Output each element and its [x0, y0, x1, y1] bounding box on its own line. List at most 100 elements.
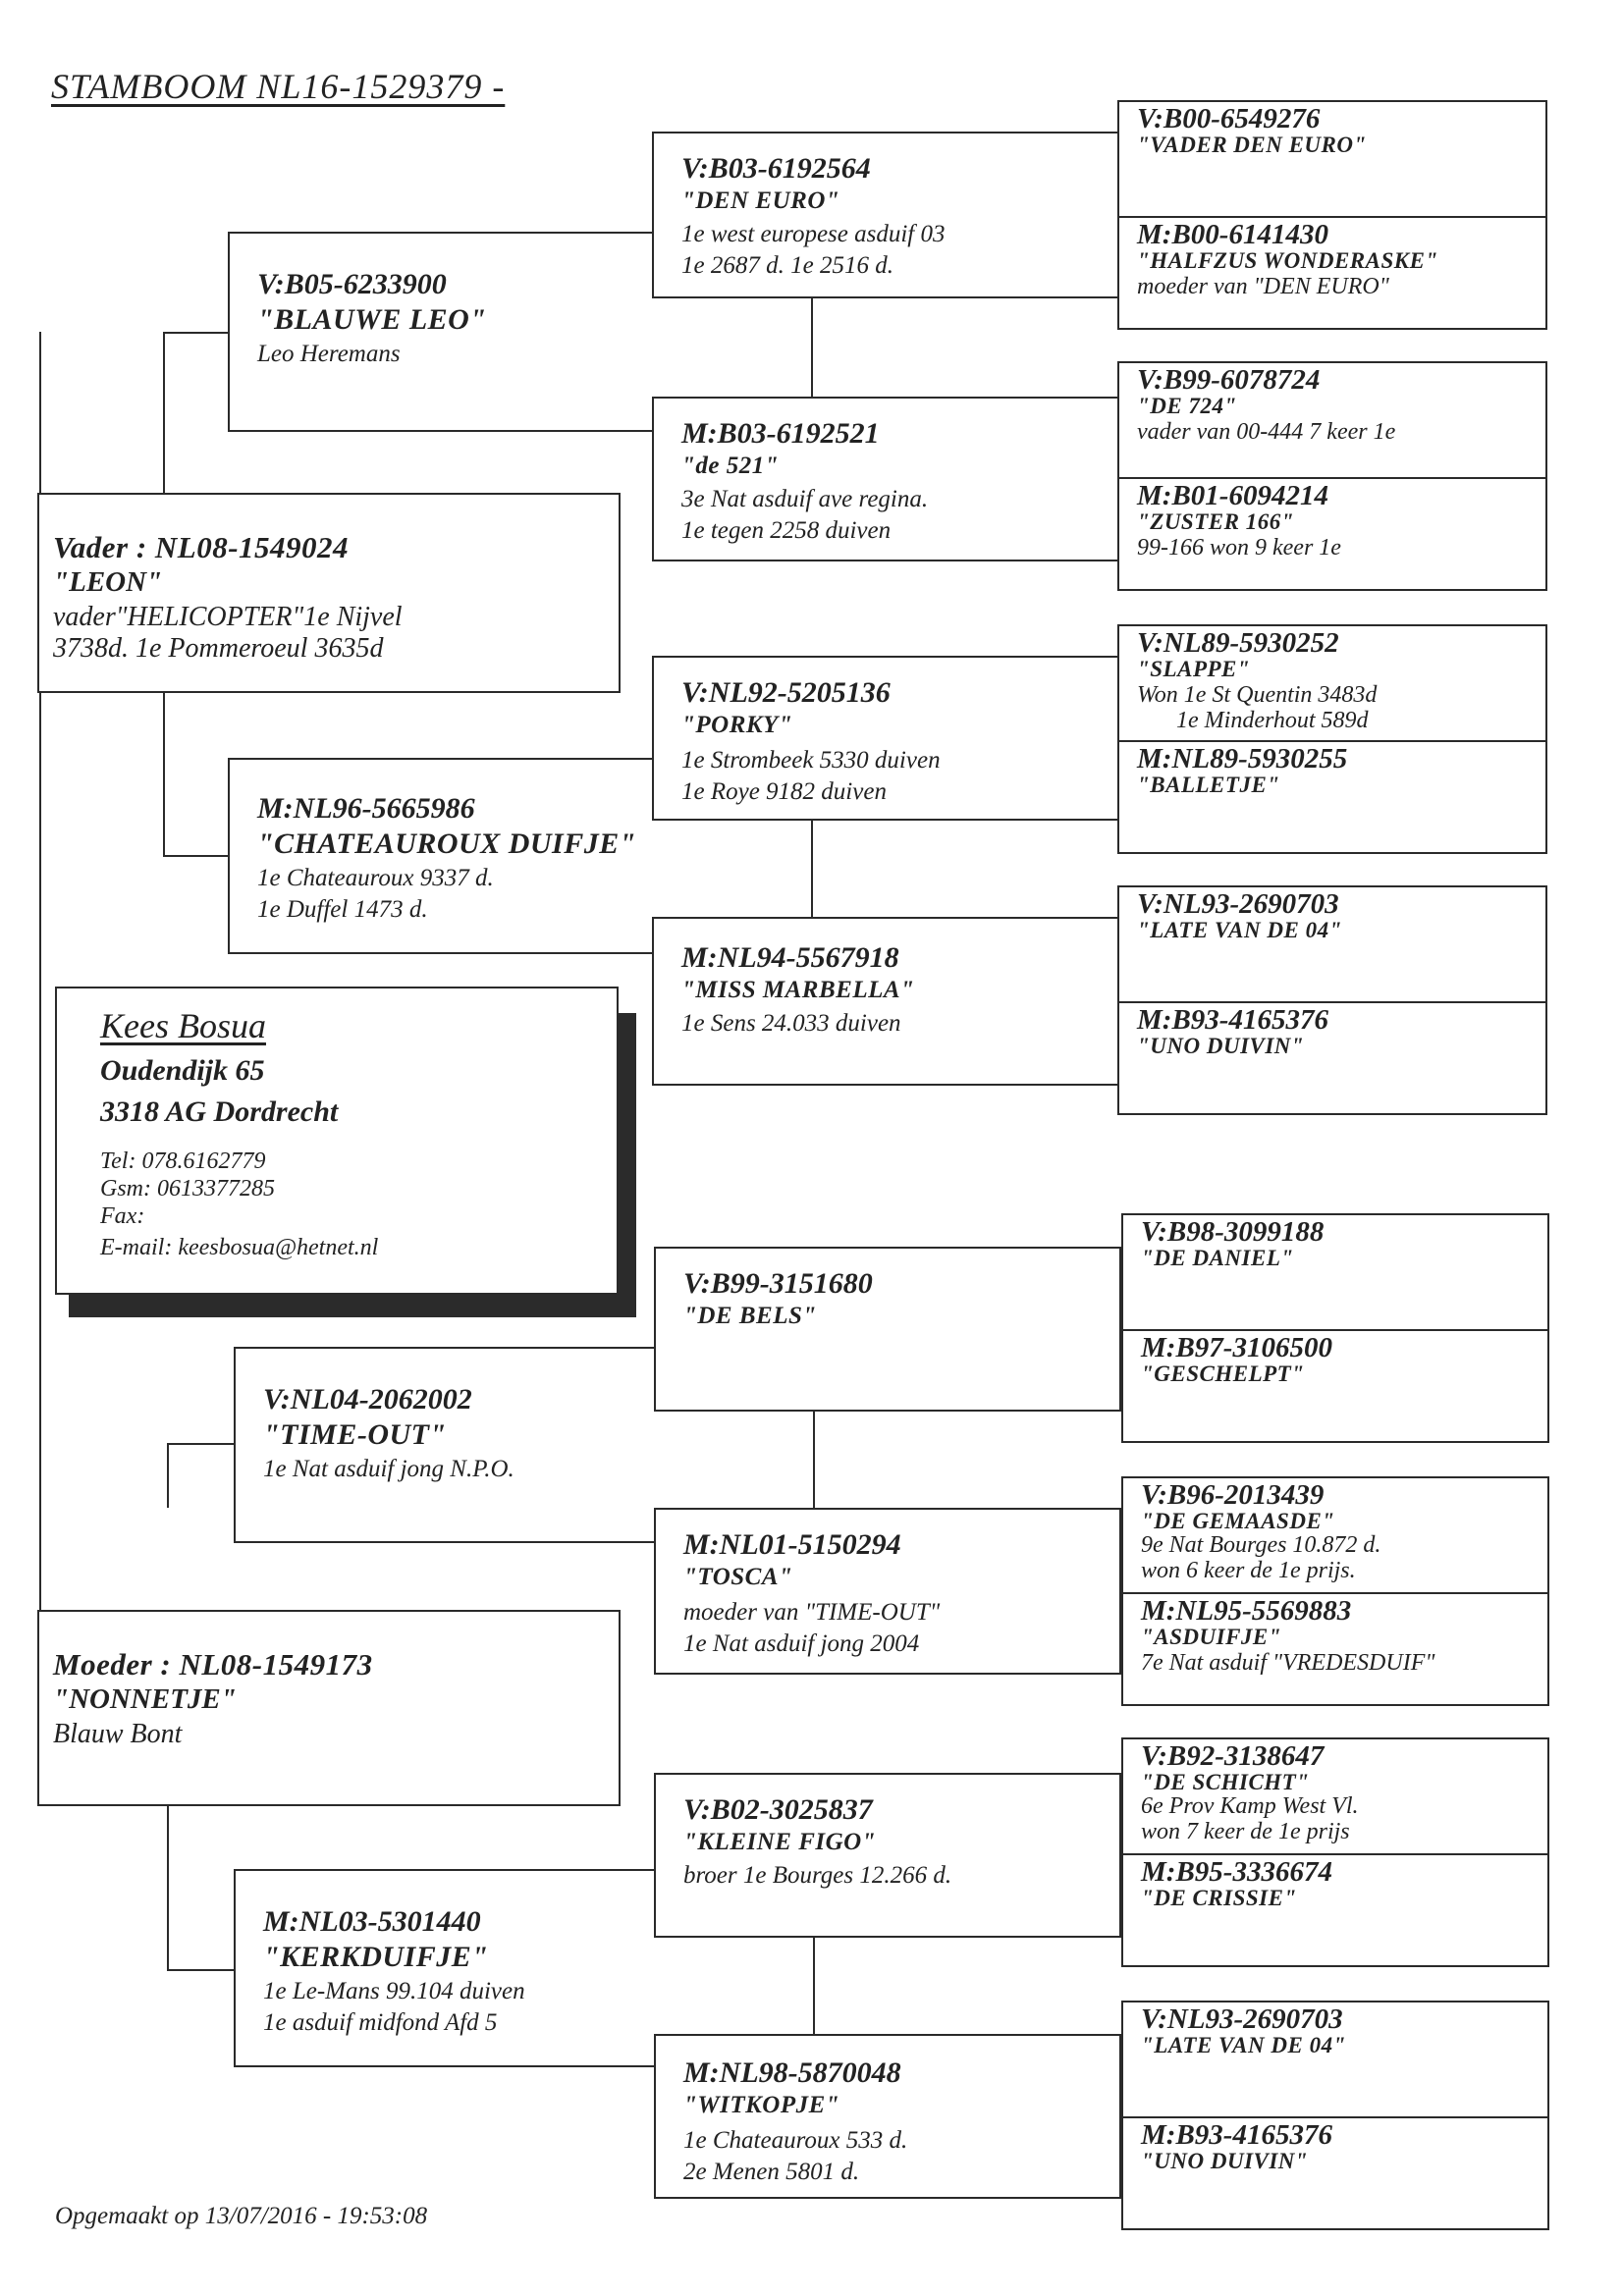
gen3-id: M:NL94-5567918	[681, 941, 899, 974]
footer-timestamp: Opgemaakt op 13/07/2016 - 19:53:08	[55, 2203, 428, 2229]
connector-line	[228, 758, 652, 760]
gen4-name: "DE DANIEL"	[1141, 1246, 1294, 1270]
gen4-id: M:B01-6094214	[1137, 480, 1328, 511]
gen2-info: Leo Heremans	[257, 341, 401, 367]
connector-line	[163, 692, 165, 857]
gen3-box: M:NL94-5567918 "MISS MARBELLA" 1e Sens 2…	[652, 917, 1119, 1086]
dam-box: Moeder : NL08-1549173 "NONNETJE" Blauw B…	[37, 1610, 621, 1806]
gen3-info: broer 1e Bourges 12.266 d.	[683, 1862, 952, 1889]
owner-gsm: Gsm: 0613377285	[100, 1176, 275, 1201]
gen3-info: 1e Nat asduif jong 2004	[683, 1630, 920, 1657]
divider	[1119, 477, 1545, 479]
gen4-pair-box: V:NL89-5930252 "SLAPPE" Won 1e St Quenti…	[1117, 624, 1547, 854]
gen4-name: "UNO DUIVIN"	[1137, 1034, 1305, 1058]
gen3-id: V:NL92-5205136	[681, 676, 891, 709]
gen3-box: V:NL92-5205136 "PORKY" 1e Strombeek 5330…	[652, 656, 1119, 821]
gen3-name: "DE BELS"	[683, 1303, 817, 1329]
gen4-name: "VADER DEN EURO"	[1137, 133, 1367, 157]
gen2-name: "KERKDUIFJE"	[263, 1941, 489, 1973]
owner-name: Kees Bosua	[100, 1006, 266, 1045]
gen3-info: 1e west europese asduif 03	[681, 221, 946, 247]
gen4-info: won 6 keer de 1e prijs.	[1141, 1558, 1356, 1583]
gen4-pair-box: V:NL93-2690703 "LATE VAN DE 04" M:B93-41…	[1117, 885, 1547, 1115]
divider	[1119, 216, 1545, 218]
gen2-info: 1e asduif midfond Afd 5	[263, 2009, 498, 2036]
gen4-name: "UNO DUIVIN"	[1141, 2149, 1309, 2173]
sire-info: 3738d. 1e Pommeroeul 3635d	[53, 633, 384, 664]
gen3-info: 3e Nat asduif ave regina.	[681, 486, 929, 512]
gen4-name: "DE GEMAASDE"	[1141, 1509, 1335, 1533]
connector-line	[234, 2065, 654, 2067]
gen2-id: V:NL04-2062002	[263, 1383, 472, 1415]
gen4-info: 7e Nat asduif "VREDESDUIF"	[1141, 1650, 1435, 1676]
gen3-id: M:B03-6192521	[681, 417, 880, 450]
gen4-id: V:B98-3099188	[1141, 1216, 1325, 1248]
gen4-name: "ZUSTER 166"	[1137, 509, 1294, 534]
gen4-name: "DE CRISSIE"	[1141, 1886, 1297, 1910]
divider	[1119, 1001, 1545, 1003]
gen4-info: 1e Minderhout 589d	[1176, 708, 1369, 733]
gen2-name: "CHATEAUROUX DUIFJE"	[257, 828, 636, 860]
connector-line	[811, 296, 813, 399]
gen4-name: "SLAPPE"	[1137, 657, 1251, 681]
connector-line	[228, 232, 652, 234]
gen2-id: M:NL96-5665986	[257, 792, 475, 825]
owner-street: Oudendijk 65	[100, 1054, 265, 1087]
connector-line	[234, 1869, 236, 2067]
connector-line	[39, 1508, 41, 1610]
owner-email: E-mail: keesbosua@hetnet.nl	[100, 1235, 379, 1260]
sire-name: "LEON"	[53, 566, 163, 598]
gen4-id: V:NL93-2690703	[1137, 888, 1339, 920]
gen2-id: V:B05-6233900	[257, 268, 447, 300]
gen4-info: won 7 keer de 1e prijs	[1141, 1819, 1350, 1844]
gen3-info: 2e Menen 5801 d.	[683, 2159, 860, 2185]
gen4-id: V:NL89-5930252	[1137, 627, 1339, 659]
gen4-name: "DE SCHICHT"	[1141, 1770, 1310, 1794]
gen3-info: 1e Chateauroux 533 d.	[683, 2127, 908, 2154]
gen4-id: M:B95-3336674	[1141, 1856, 1332, 1888]
divider	[1123, 1853, 1547, 1855]
gen4-name: "LATE VAN DE 04"	[1141, 2033, 1346, 2057]
connector-line	[163, 332, 165, 493]
connector-line	[228, 758, 230, 954]
connector-line	[234, 1541, 654, 1543]
connector-line	[39, 493, 41, 1508]
gen4-id: V:B92-3138647	[1141, 1740, 1325, 1772]
gen4-id: V:B00-6549276	[1137, 103, 1321, 134]
gen4-info: 9e Nat Bourges 10.872 d.	[1141, 1532, 1381, 1558]
gen3-info: 1e Roye 9182 duiven	[681, 778, 887, 805]
gen3-id: V:B99-3151680	[683, 1267, 873, 1300]
sire-box: Vader : NL08-1549024 "LEON" vader"HELICO…	[37, 493, 621, 693]
owner-card: Kees Bosua Oudendijk 65 3318 AG Dordrech…	[55, 987, 619, 1295]
owner-tel: Tel: 078.6162779	[100, 1148, 266, 1174]
gen2-name: "TIME-OUT"	[263, 1418, 447, 1451]
gen4-id: M:B00-6141430	[1137, 219, 1328, 250]
sire-id: Vader : NL08-1549024	[53, 530, 350, 564]
gen4-info: vader van 00-444 7 keer 1e	[1137, 419, 1396, 445]
gen4-id: V:B96-2013439	[1141, 1479, 1325, 1511]
gen3-info: 1e 2687 d. 1e 2516 d.	[681, 252, 893, 279]
gen4-name: "GESCHELPT"	[1141, 1362, 1305, 1386]
connector-line	[811, 819, 813, 919]
connector-line	[39, 332, 41, 493]
dam-info: Blauw Bont	[53, 1719, 183, 1749]
connector-line	[228, 952, 652, 954]
connector-line	[234, 1347, 654, 1349]
divider	[1119, 740, 1545, 742]
gen3-name: "DEN EURO"	[681, 187, 840, 214]
gen4-pair-box: V:NL93-2690703 "LATE VAN DE 04" M:B93-41…	[1121, 2001, 1549, 2230]
gen4-pair-box: V:B96-2013439 "DE GEMAASDE" 9e Nat Bourg…	[1121, 1476, 1549, 1706]
gen3-box: V:B02-3025837 "KLEINE FIGO" broer 1e Bou…	[654, 1773, 1121, 1938]
connector-line	[228, 430, 652, 432]
gen4-id: V:B99-6078724	[1137, 364, 1321, 396]
gen3-info: 1e tegen 2258 duiven	[681, 517, 892, 544]
gen3-id: V:B03-6192564	[681, 152, 871, 185]
divider	[1123, 1329, 1547, 1331]
gen2-info: 1e Nat asduif jong N.P.O.	[263, 1456, 514, 1482]
gen2-info: 1e Chateauroux 9337 d.	[257, 865, 494, 891]
gen4-id: M:B97-3106500	[1141, 1332, 1332, 1363]
gen3-id: M:NL98-5870048	[683, 2056, 901, 2089]
gen4-info: 99-166 won 9 keer 1e	[1137, 535, 1341, 561]
gen4-id: V:NL93-2690703	[1141, 2003, 1343, 2035]
